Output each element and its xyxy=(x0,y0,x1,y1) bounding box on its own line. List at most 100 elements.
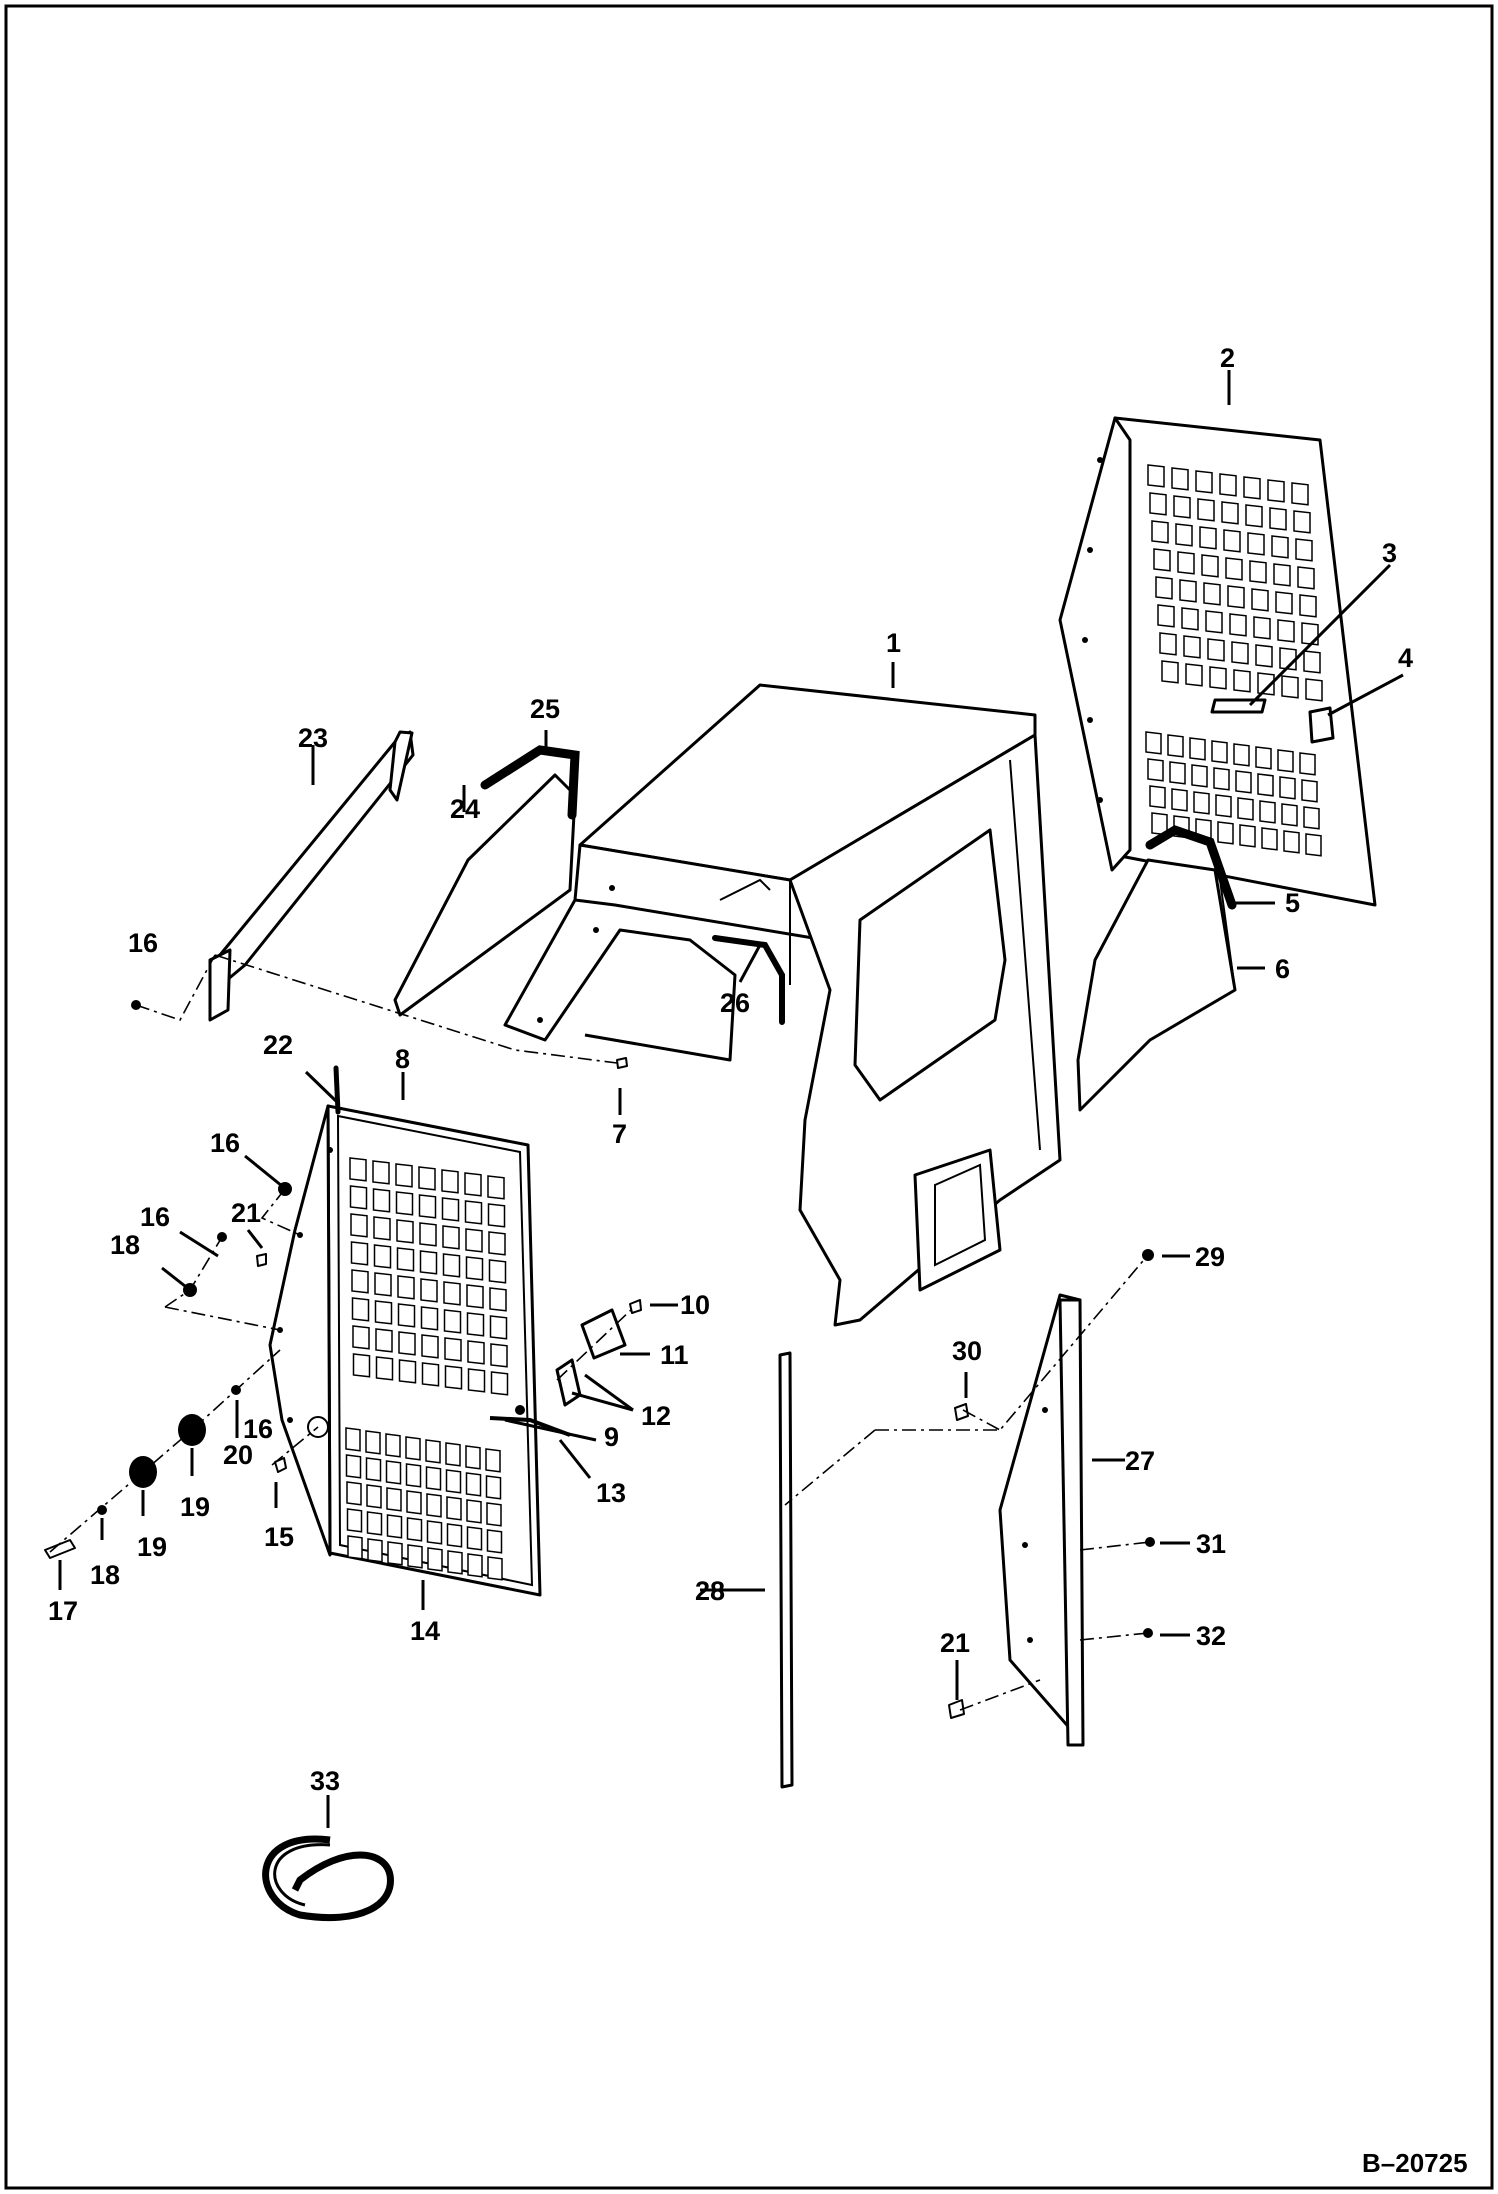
screen-cell xyxy=(1229,613,1247,637)
diagram-border xyxy=(4,4,1494,2190)
screen-cell xyxy=(488,1259,507,1284)
screen-cell xyxy=(366,1484,382,1509)
door-assembly xyxy=(268,1104,542,1597)
screen-cell xyxy=(1157,604,1175,628)
screen-cell xyxy=(464,1200,483,1225)
screen-cell xyxy=(1293,510,1311,534)
callout-14: 14 xyxy=(410,1616,440,1646)
screen-cell xyxy=(1277,619,1295,643)
figure-reference: B–20725 xyxy=(1362,2148,1468,2178)
screen-cell xyxy=(365,1457,382,1482)
screen-cell xyxy=(465,1445,481,1470)
screen-cell xyxy=(420,1278,438,1303)
screen-cell xyxy=(350,1213,368,1238)
screen-cell xyxy=(465,1472,482,1497)
screen-cell xyxy=(1269,507,1287,531)
screen-cell xyxy=(444,1365,463,1390)
screen-cell xyxy=(1299,594,1317,618)
screen-cell xyxy=(1305,833,1322,857)
screen-cell xyxy=(1191,764,1208,788)
callout-21-b: 21 xyxy=(940,1628,970,1658)
screen-cell xyxy=(1219,473,1237,497)
screen-cell xyxy=(1171,788,1188,812)
screen-cell xyxy=(350,1241,369,1266)
callout-24: 24 xyxy=(450,794,480,824)
screen-cell xyxy=(419,1250,438,1275)
screen-cell xyxy=(397,1303,416,1328)
callout-16-c: 16 xyxy=(140,1202,170,1232)
callout-5: 5 xyxy=(1285,888,1300,918)
screen-cell xyxy=(375,1328,393,1353)
screen-cell xyxy=(1221,501,1239,525)
screen-cell xyxy=(1283,830,1300,854)
screen-cell xyxy=(486,1502,502,1527)
screen-cell xyxy=(490,1343,508,1368)
screen-cell xyxy=(465,1256,484,1281)
callout-18-a: 18 xyxy=(110,1230,140,1260)
screen-cell xyxy=(418,1166,436,1191)
screen-cell xyxy=(374,1272,392,1297)
screen-cell xyxy=(443,1309,462,1334)
screen-cell xyxy=(1275,591,1293,615)
screen-cell xyxy=(1149,785,1166,809)
screen-cell xyxy=(1255,746,1272,770)
screen-cell xyxy=(1235,770,1252,794)
screen-cell xyxy=(346,1508,363,1533)
screen-cell xyxy=(1225,557,1243,581)
screen-cell xyxy=(427,1547,443,1572)
callout-29: 29 xyxy=(1195,1242,1225,1272)
callout-22: 22 xyxy=(263,1030,293,1060)
screen-cell xyxy=(396,1219,414,1244)
screen-cell xyxy=(421,1362,440,1387)
screen-cell xyxy=(442,1253,461,1278)
screen-cell xyxy=(1247,532,1265,556)
screen-cell xyxy=(1199,526,1217,550)
screen-cell xyxy=(1267,479,1285,503)
screen-cell xyxy=(407,1544,423,1569)
screen-cell xyxy=(466,1499,482,1524)
screen-cell xyxy=(467,1340,485,1365)
screen-cell xyxy=(444,1337,462,1362)
screen-cell xyxy=(367,1538,383,1563)
screen-cell xyxy=(1273,563,1291,587)
screen-cell xyxy=(426,1520,443,1545)
screen-cell xyxy=(485,1448,501,1473)
screen-cell xyxy=(1281,675,1299,699)
callout-21-a: 21 xyxy=(231,1198,261,1228)
bolt-21b xyxy=(948,1699,965,1719)
screen-cell xyxy=(1205,610,1223,634)
screen-cell xyxy=(398,1331,416,1356)
callout-19-a: 19 xyxy=(180,1492,210,1522)
callout-10: 10 xyxy=(680,1290,710,1320)
screen-cell xyxy=(349,1185,368,1210)
seal-25 xyxy=(480,745,580,820)
screen-cell xyxy=(1239,824,1256,848)
rear-screen-lower-grid xyxy=(1145,731,1322,857)
top-trim xyxy=(208,730,415,1022)
assembly-lines xyxy=(49,954,1151,1711)
screen-cell xyxy=(487,1175,505,1200)
screen-cell xyxy=(466,1312,485,1337)
screen-cell xyxy=(1193,791,1210,815)
screen-cell xyxy=(1155,576,1173,600)
screen-cell xyxy=(1259,800,1276,824)
screen-cell xyxy=(464,1172,482,1197)
callout-7: 7 xyxy=(612,1119,627,1149)
bolt-21 xyxy=(256,1253,267,1267)
screen-cell xyxy=(425,1466,442,1491)
screen-cell xyxy=(373,1244,392,1269)
callout-1: 1 xyxy=(886,628,901,658)
screen-cell xyxy=(396,1247,415,1272)
screen-cell xyxy=(418,1194,437,1219)
screen-cell xyxy=(1173,495,1191,519)
screen-cell xyxy=(446,1496,462,1521)
screen-cell xyxy=(1175,523,1193,547)
rod-22 xyxy=(333,1065,341,1115)
pulley-19-upper xyxy=(178,1414,206,1446)
screen-cell xyxy=(1279,776,1296,800)
screen-cell xyxy=(1295,538,1313,562)
callout-25: 25 xyxy=(530,694,560,724)
callout-16-b: 16 xyxy=(210,1128,240,1158)
screen-cell xyxy=(1231,641,1249,665)
screen-cell xyxy=(1291,482,1309,506)
